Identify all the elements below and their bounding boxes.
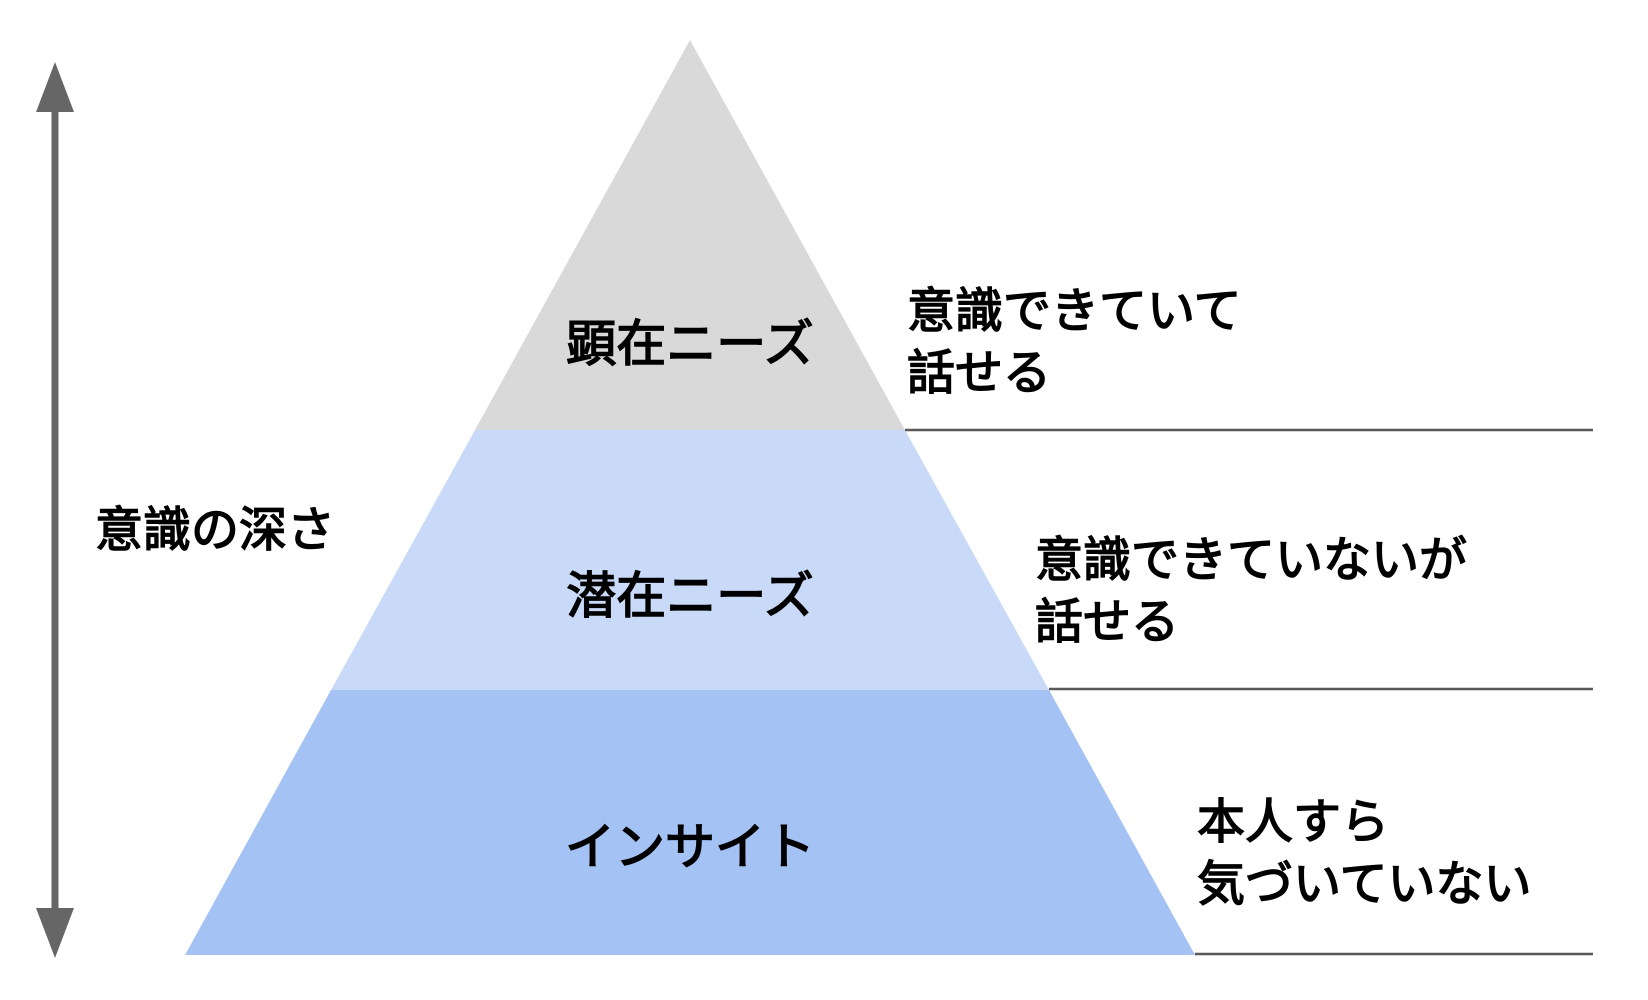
annotation-latent-line2: 話せる: [1035, 596, 1180, 649]
annotation-latent-needs: 意識できていないが 話せる: [1035, 530, 1467, 654]
annotation-latent-line1: 意識できていないが: [1035, 534, 1468, 587]
annotation-explicit-line1: 意識できていて: [907, 285, 1242, 338]
annotation-explicit-needs: 意識できていて 話せる: [907, 281, 1242, 405]
level-label-latent-needs: 潜在ニーズ: [566, 568, 814, 624]
depth-axis-label: 意識の深さ: [95, 504, 336, 557]
pyramid-level-latent-needs: [331, 430, 1049, 690]
annotation-insight-line1: 本人すら: [1197, 796, 1390, 849]
annotation-explicit-line2: 話せる: [907, 347, 1052, 400]
annotation-insight-line2: 気づいていない: [1197, 858, 1532, 911]
level-label-explicit-needs: 顕在ニーズ: [566, 316, 814, 372]
arrow-up-icon: [36, 62, 74, 112]
arrow-down-icon: [36, 908, 74, 958]
level-label-insight: インサイト: [565, 819, 815, 875]
depth-axis-arrow: [36, 62, 74, 958]
pyramid-level-explicit-needs: [475, 40, 905, 430]
pyramid-level-insight: [185, 690, 1195, 955]
annotation-insight: 本人すら 気づいていない: [1197, 792, 1532, 916]
